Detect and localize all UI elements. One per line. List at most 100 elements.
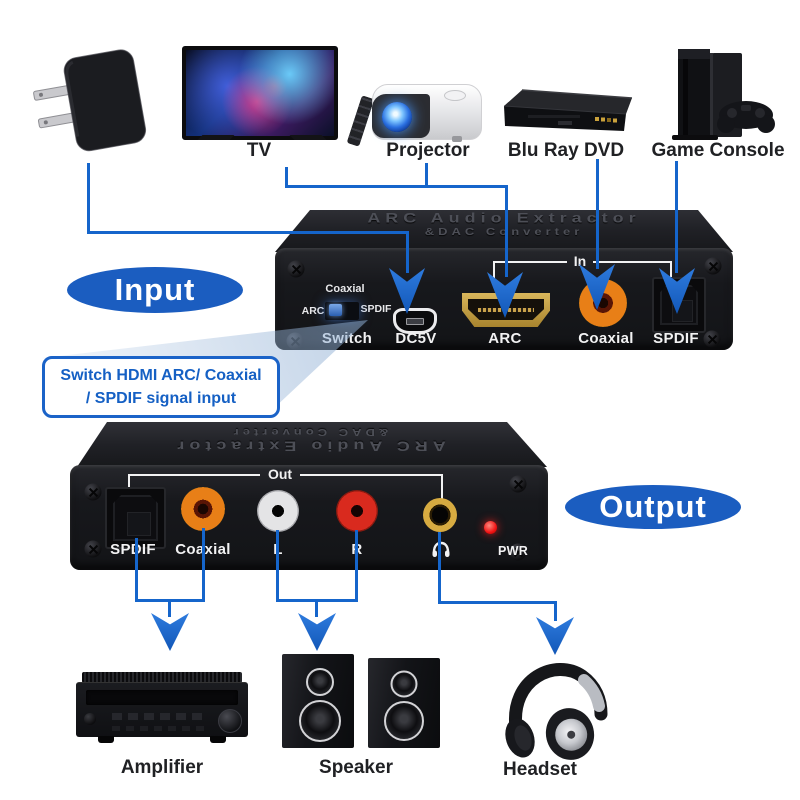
screw <box>704 257 722 275</box>
spdif-out-label: SPDIF <box>110 541 156 558</box>
source-label-game-console: Game Console <box>651 140 785 161</box>
switch-spdif-label: SPDIF <box>360 303 392 315</box>
input-select-switch <box>325 302 359 320</box>
in-bracket-line <box>493 261 495 282</box>
rca-right-port <box>336 490 378 532</box>
amp-foot <box>98 736 114 743</box>
headphone-icon <box>432 541 450 557</box>
coaxial-in-label: Coaxial <box>578 330 634 347</box>
usb-tab <box>406 318 424 325</box>
connector-headphone-hline <box>438 601 557 604</box>
speaker-woofer <box>299 700 341 742</box>
pwr-label: PWR <box>497 544 529 558</box>
input-panel-branding: ARC Audio Extractor &DAC Converter <box>275 210 733 239</box>
connector-amp-stem <box>168 599 171 617</box>
screw <box>287 260 305 278</box>
callout-line2: / SPDIF signal input <box>85 390 237 407</box>
switch-knob <box>329 304 342 316</box>
out-bracket-line <box>128 474 260 476</box>
projector-remote <box>346 95 375 147</box>
speaker-woofer <box>384 701 424 741</box>
amp-buttons-row2 <box>112 726 208 731</box>
switch-callout: Switch HDMI ARC/ Coaxial / SPDIF signal … <box>42 356 280 418</box>
projector-lens <box>382 102 412 132</box>
brand-title: ARC Audio Extractor <box>172 438 446 454</box>
out-bracket-line <box>441 474 443 504</box>
connector-r-vline <box>355 530 358 602</box>
screw <box>84 540 102 558</box>
brand-title: ARC Audio Extractor <box>367 210 641 226</box>
projector-top-detail <box>444 90 466 101</box>
in-bracket-line <box>493 261 567 263</box>
amp-foot <box>210 736 226 743</box>
tv-foot-right <box>289 135 327 140</box>
connector-headset-stem <box>554 601 557 621</box>
connector-coaxout-vline <box>202 528 205 602</box>
amp-body <box>76 682 248 737</box>
switch-arc-label: ARC <box>301 305 325 317</box>
screw <box>703 330 721 348</box>
connector-projector-vline <box>425 163 428 188</box>
dc5v-port <box>393 308 437 334</box>
coaxial-out-port <box>181 487 225 531</box>
source-label-tv: TV <box>246 140 272 161</box>
brand-subtitle: &DAC Converter <box>424 225 584 238</box>
amp-volume-knob <box>218 709 242 733</box>
in-bracket-line <box>670 261 672 282</box>
in-group-label: In <box>573 253 587 269</box>
connector-speaker-stem <box>315 599 318 617</box>
sink-label-amplifier: Amplifier <box>120 757 204 778</box>
connector-headphone-vline <box>438 532 441 604</box>
out-bracket-line <box>300 474 443 476</box>
speaker-tweeter <box>390 670 418 698</box>
dc5v-label: DC5V <box>395 330 437 347</box>
connector-console-vline <box>675 161 678 273</box>
sink-label-headset: Headset <box>503 759 577 780</box>
switch-coaxial-label: Coaxial <box>325 283 365 295</box>
connector-arc-vline <box>505 185 508 277</box>
connector-tv-vline <box>285 167 288 188</box>
in-bracket-line <box>593 261 672 263</box>
arrow-to-speaker <box>298 613 336 651</box>
screw <box>509 475 527 493</box>
connector-power-vline <box>87 163 90 234</box>
source-label-projector: Projector <box>386 140 470 161</box>
spdif-in-label: SPDIF <box>653 330 699 347</box>
out-group-label: Out <box>267 466 293 482</box>
game-console-image <box>672 49 775 140</box>
tv-foot-left <box>197 135 235 140</box>
tv-image <box>182 46 338 140</box>
amp-display <box>86 690 238 705</box>
power-adapter-image <box>33 49 147 152</box>
output-panel-branding: ARC Audio Extractor &DAC Converter <box>70 426 548 454</box>
amp-vents <box>82 672 242 683</box>
amp-buttons <box>112 713 208 720</box>
speaker-tweeter <box>306 668 334 696</box>
connector-tv-projector-hline <box>285 185 508 188</box>
headset-image <box>505 663 608 760</box>
power-led <box>484 521 497 534</box>
connector-l-vline <box>276 530 279 602</box>
screw <box>509 543 527 561</box>
headphone-jack <box>423 498 457 532</box>
brand-subtitle: &DAC Converter <box>229 426 389 439</box>
speaker-image <box>282 650 440 750</box>
source-label-bluray: Blu Ray DVD <box>507 140 625 161</box>
output-panel: ARC Audio Extractor &DAC Converter Out S… <box>70 418 550 570</box>
speaker-left <box>282 654 354 748</box>
projector-foot <box>452 136 462 142</box>
connector-power-stem <box>406 231 409 273</box>
output-panel-top-face <box>77 422 547 467</box>
arrow-to-amplifier <box>151 613 189 651</box>
speaker-right <box>368 658 440 748</box>
sink-label-speaker: Speaker <box>319 757 393 778</box>
amp-small-knob <box>84 713 96 725</box>
bluray-player-image <box>503 89 633 131</box>
callout-line1: Switch HDMI ARC/ Coaxial <box>60 367 262 384</box>
screw <box>84 483 102 501</box>
amplifier-image <box>76 670 248 748</box>
connector-spdifout-vline <box>135 538 138 602</box>
connector-bluray-vline <box>596 159 599 269</box>
rca-left-port <box>257 490 299 532</box>
